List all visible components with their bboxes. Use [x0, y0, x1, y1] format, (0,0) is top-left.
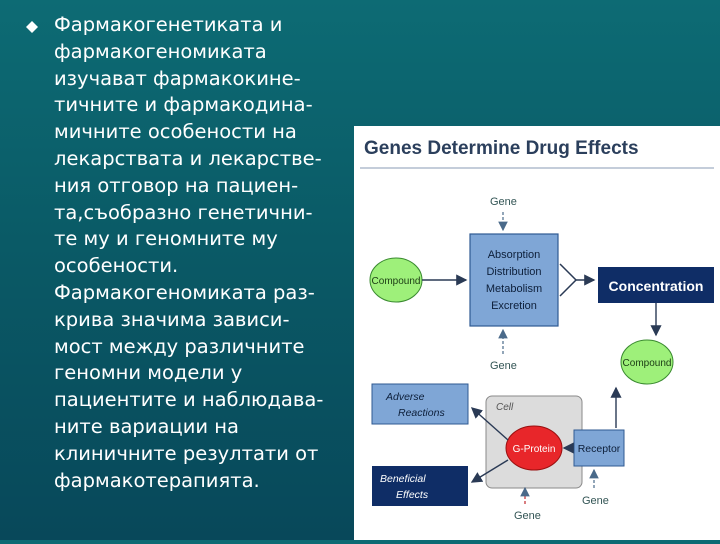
text-line: Фармакогеномиката раз-	[54, 280, 315, 304]
adme-box	[469, 233, 559, 327]
g-protein-label: G-Protein	[513, 444, 556, 455]
compound-left-label: Compound	[372, 276, 421, 287]
bullet-text: Фармакогенетиката и фармакогеномиката из…	[54, 12, 356, 494]
text-line: изучават фармакокине-	[54, 66, 301, 90]
gene-label-top: Gene	[490, 196, 517, 208]
receptor-label: Receptor	[578, 443, 621, 455]
adme-chevron	[559, 263, 578, 297]
text-line: мичните особености на	[54, 120, 297, 144]
text-line: ните вариации на	[54, 414, 239, 438]
text-line: тичните и фармакодина-	[54, 93, 313, 117]
compound-right-node	[620, 339, 674, 385]
text-line: клиничните резултати от	[54, 441, 319, 465]
gprotein-to-adverse-arrow	[470, 407, 509, 441]
gene-label-mid: Gene	[490, 360, 517, 372]
text-line: та,съобразно генетични-	[54, 200, 313, 224]
figure-title: Genes Determine Drug Effects	[364, 138, 639, 159]
text-line: особености.	[54, 254, 179, 278]
beneficial-line-2: Effects	[396, 489, 429, 501]
bullet-text-block: Фармакогенетиката и фармакогеномиката из…	[26, 12, 356, 494]
text-line: геномни модели у	[54, 361, 243, 385]
gene-label-receptor: Gene	[582, 495, 609, 507]
text-line: фармакогеномиката	[54, 39, 267, 63]
adverse-reactions-box	[371, 383, 469, 425]
text-line: пациентите и наблюдава-	[54, 388, 324, 412]
text-line: Фармакогенетиката и	[54, 13, 283, 36]
text-line: ния отговор на пациен-	[54, 173, 299, 197]
beneficial-effects-box	[372, 466, 468, 506]
adverse-line-1: Adverse	[385, 391, 425, 403]
adme-metabolism: Metabolism	[486, 283, 542, 295]
adme-distribution: Distribution	[486, 266, 541, 278]
text-line: мост между различните	[54, 334, 305, 358]
diamond-bullet-icon	[26, 21, 38, 33]
adme-absorption: Absorption	[488, 249, 541, 261]
text-line: фармакотерапията.	[54, 468, 260, 492]
beneficial-line-1: Beneficial	[380, 473, 426, 485]
adme-excretion: Excretion	[491, 300, 537, 312]
receptor-box	[573, 429, 625, 467]
concentration-box	[598, 267, 714, 303]
adverse-line-2: Reactions	[398, 407, 445, 419]
concentration-label: Concentration	[609, 278, 704, 294]
diagram-svg: Genes Determine Drug Effects Gene Absorp…	[360, 138, 714, 522]
text-line: лекарствата и лекарстве-	[54, 146, 322, 170]
cell-label: Cell	[496, 402, 514, 413]
text-line: крива значима зависи-	[54, 307, 290, 331]
text-line: те му и геномните му	[54, 227, 278, 251]
gene-label-bottom: Gene	[514, 510, 541, 522]
compound-right-label: Compound	[623, 358, 672, 369]
gprotein-to-beneficial-arrow	[470, 459, 509, 483]
g-protein-node	[505, 425, 563, 471]
genes-drug-effects-figure: Genes Determine Drug Effects Gene Absorp…	[354, 126, 720, 540]
